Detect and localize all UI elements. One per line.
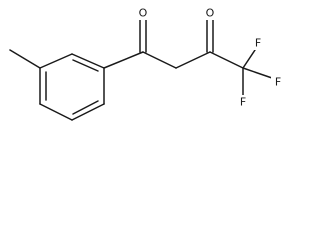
benzene-ring (39, 53, 105, 121)
ring-bond (71, 103, 105, 121)
ring-bond (39, 103, 73, 121)
aryl-carbonyl-bond (103, 51, 144, 69)
ring-bond (71, 53, 105, 69)
fluorine-label: F (255, 37, 261, 50)
fluorine-bond (242, 67, 273, 79)
chain-bond (142, 51, 177, 69)
chain-bond (175, 51, 211, 69)
label-mask (236, 95, 250, 109)
fluorine-label: F (240, 96, 246, 109)
methyl-bond (9, 49, 41, 69)
ring-inner-double-bond (72, 59, 99, 72)
label-mask (251, 36, 265, 50)
oxygen-label: O (139, 7, 148, 20)
label-mask (202, 6, 218, 20)
label-mask (271, 75, 285, 89)
structure-diagram: O O F F F (9, 6, 285, 121)
label-mask (135, 6, 151, 20)
fluorine-bond (242, 49, 256, 69)
chain-bond (209, 51, 244, 69)
fluorine-label: F (275, 76, 281, 89)
ring-bond (39, 53, 73, 69)
ring-inner-double-bond (72, 100, 99, 115)
oxygen-label: O (206, 7, 215, 20)
